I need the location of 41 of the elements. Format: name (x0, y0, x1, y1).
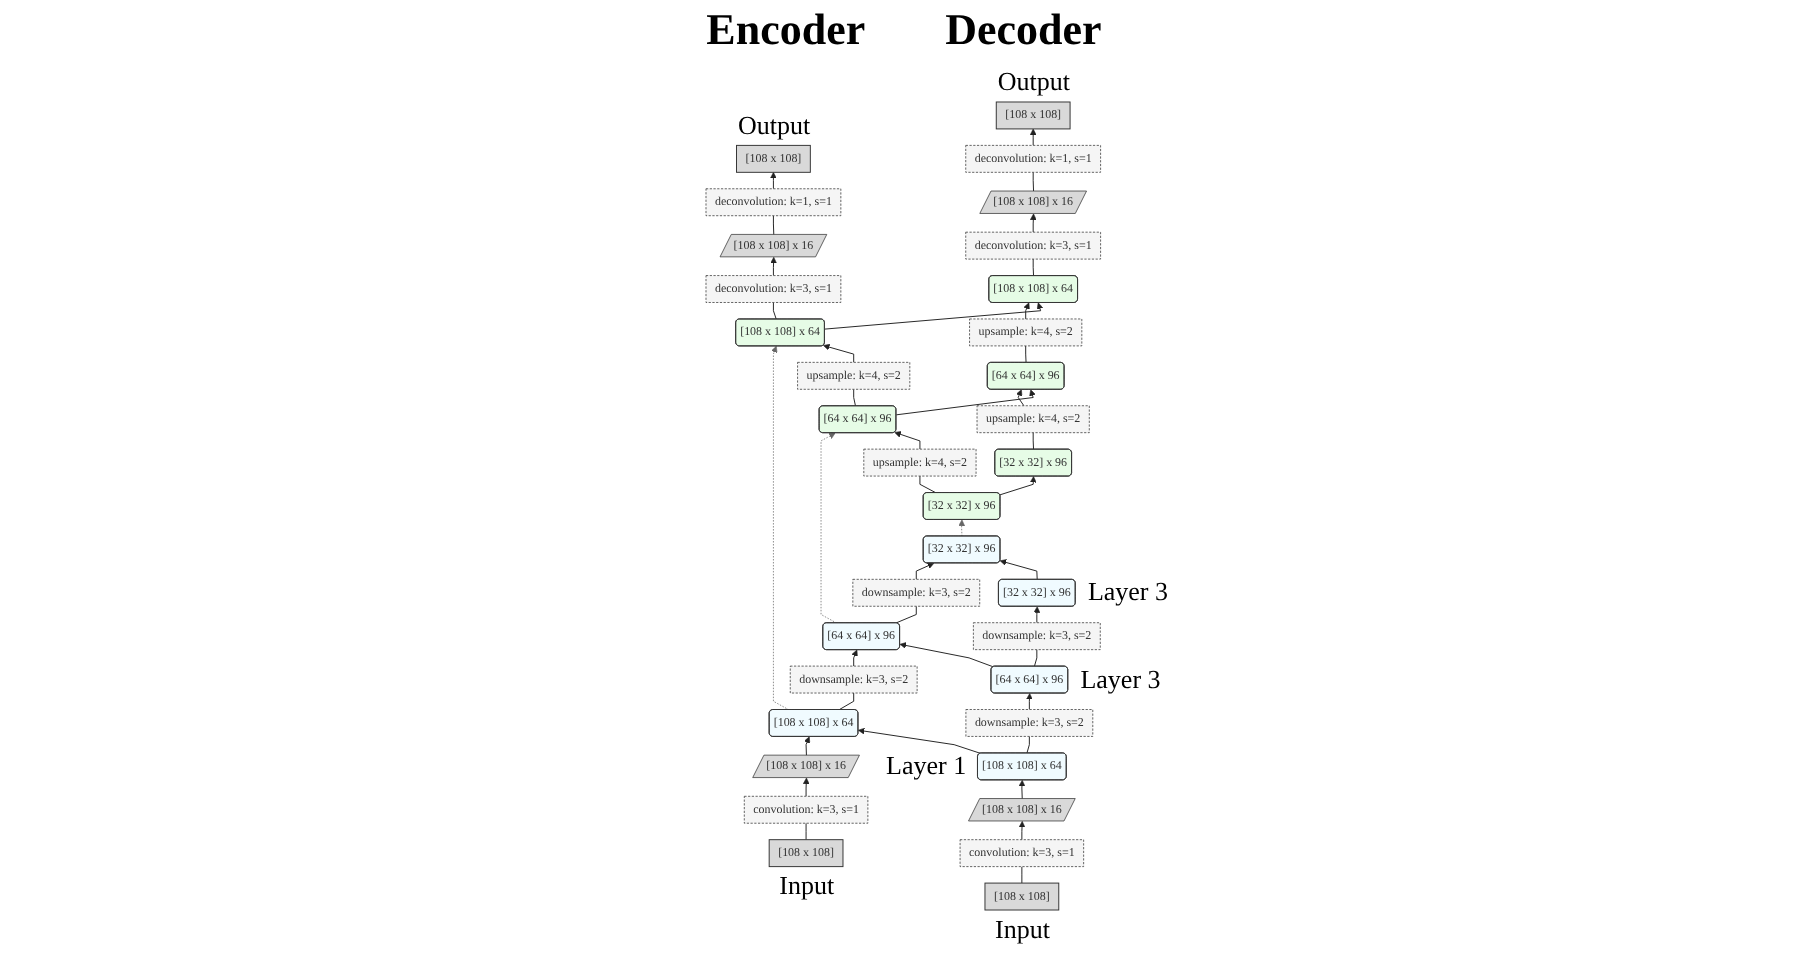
connector (895, 605, 918, 624)
node-box (985, 882, 1060, 911)
connector (1033, 171, 1035, 192)
connector (1034, 649, 1038, 667)
connector (773, 302, 778, 320)
connector (1025, 345, 1028, 364)
connector (853, 388, 857, 407)
node-label: Layer 3 (1080, 663, 1161, 696)
node-box (853, 578, 981, 607)
connector (920, 475, 938, 494)
node-label: Layer 3 (1087, 576, 1169, 609)
connector (1033, 432, 1035, 450)
node-label: Input (779, 870, 835, 903)
node-box (706, 188, 842, 217)
node-box (966, 145, 1102, 173)
node-box (706, 275, 842, 303)
node-box (864, 448, 978, 477)
node-box (969, 318, 1083, 347)
connector (1033, 258, 1035, 277)
node-label: Output (737, 109, 811, 142)
node-box (790, 665, 919, 694)
node-label: Input (995, 914, 1050, 946)
node-box (736, 144, 812, 173)
node-box (966, 709, 1094, 737)
connector (839, 692, 855, 711)
section-heading: Decoder (945, 4, 1102, 56)
connector (806, 822, 808, 841)
connector (1022, 866, 1024, 884)
connector (773, 215, 775, 236)
connector (1027, 735, 1031, 754)
section-heading: Encoder (706, 4, 866, 56)
node-box (973, 622, 1102, 651)
node-box (977, 405, 1091, 434)
node-box (960, 839, 1085, 867)
node-box (797, 361, 911, 390)
node-label: Layer 1 (886, 750, 967, 783)
node-box (744, 795, 869, 824)
node-box (966, 231, 1102, 260)
node-box (996, 101, 1072, 130)
node-box (769, 839, 845, 868)
node-label: Output (997, 65, 1070, 98)
